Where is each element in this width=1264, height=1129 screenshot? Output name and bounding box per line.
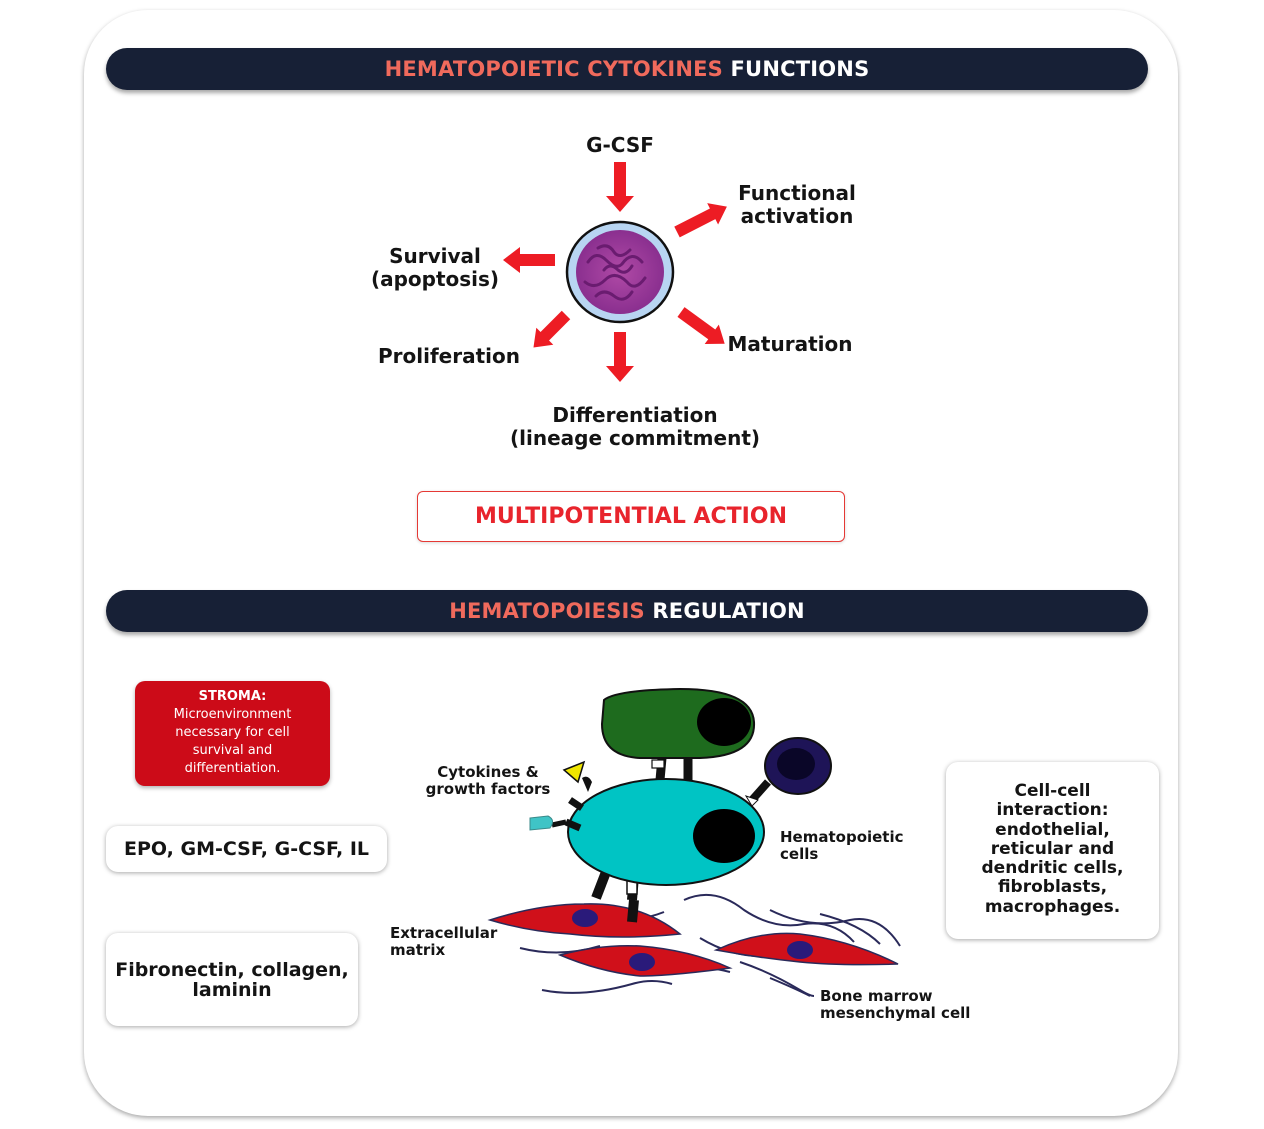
section-banner-cytokines: HEMATOPOIETIC CYTOKINES FUNCTIONS <box>106 48 1148 90</box>
label-hematopoietic-line1: Hematopoietic <box>780 828 904 846</box>
stroma-title: STROMA: <box>198 689 267 704</box>
banner-highlight: HEMATOPOIETIC CYTOKINES <box>384 57 723 81</box>
multipotential-action-box: MULTIPOTENTIAL ACTION <box>417 491 845 542</box>
matrix-box-line2: laminin <box>192 979 272 1001</box>
label-functional-line2: activation <box>740 204 854 228</box>
label-extracellular-matrix: Extracellular matrix <box>390 925 510 959</box>
label-cytokines-line1: Cytokines & <box>437 763 539 781</box>
cytokine-icon <box>529 760 592 831</box>
matrix-box-line1: Fibronectin, collagen, <box>115 959 349 981</box>
stroma-box: STROMA: Microenvironment necessary for c… <box>135 681 330 786</box>
label-survival-line1: Survival <box>389 244 481 268</box>
navy-cell-icon <box>744 737 832 807</box>
label-ecm-line2: matrix <box>390 941 446 959</box>
cell-interaction-box: Cell-cell interaction: endothelial, reti… <box>946 762 1159 939</box>
label-cytokines-growth-factors: Cytokines & growth factors <box>420 764 556 798</box>
central-cell-icon <box>565 220 675 324</box>
label-differentiation: Differentiation (lineage commitment) <box>480 404 790 450</box>
arrow-icon <box>503 162 634 382</box>
stroma-line: differentiation. <box>184 761 281 776</box>
stroma-line: necessary for cell <box>175 725 290 740</box>
section-banner-regulation: HEMATOPOIESIS REGULATION <box>106 590 1148 632</box>
label-functional-activation: Functional activation <box>712 182 882 228</box>
label-hematopoietic-line2: cells <box>780 845 819 863</box>
interaction-line: interaction: <box>996 800 1109 821</box>
label-bm-line1: Bone marrow <box>820 987 933 1005</box>
banner-rest: FUNCTIONS <box>730 57 870 81</box>
stroma-line: survival and <box>192 743 273 758</box>
label-survival: Survival (apoptosis) <box>360 245 510 291</box>
label-survival-line2: (apoptosis) <box>370 267 500 291</box>
label-maturation: Maturation <box>727 332 853 356</box>
label-cytokines-line2: growth factors <box>425 780 551 798</box>
label-hematopoietic-cells: Hematopoietic cells <box>780 829 920 863</box>
interaction-line: macrophages. <box>984 896 1121 917</box>
interaction-line: Cell-cell <box>1014 781 1091 801</box>
fibroblast-icon <box>487 903 899 977</box>
stroma-line: Microenvironment <box>173 707 292 722</box>
hematopoietic-cell-icon <box>551 778 765 886</box>
label-bm-line2: mesenchymal cell <box>820 1004 971 1022</box>
banner-highlight: HEMATOPOIESIS <box>449 599 645 623</box>
cytokines-box: EPO, GM-CSF, G-CSF, IL <box>106 826 387 872</box>
banner-rest: REGULATION <box>652 599 805 623</box>
label-proliferation: Proliferation <box>378 344 520 368</box>
label-functional-line1: Functional <box>738 181 856 205</box>
interaction-line: dendritic cells, <box>981 858 1124 879</box>
label-gcsf: G-CSF <box>586 133 654 157</box>
label-differentiation-line1: Differentiation <box>552 403 718 427</box>
interaction-line: fibroblasts, <box>997 877 1108 898</box>
label-differentiation-line2: (lineage commitment) <box>509 426 761 450</box>
green-cell-icon <box>600 687 756 782</box>
interaction-line: reticular and <box>990 838 1115 859</box>
interaction-line: endothelial, <box>995 819 1110 840</box>
matrix-proteins-box: Fibronectin, collagen, laminin <box>106 933 358 1026</box>
label-bone-marrow-cell: Bone marrow mesenchymal cell <box>820 988 990 1022</box>
label-ecm-line1: Extracellular <box>390 924 498 942</box>
